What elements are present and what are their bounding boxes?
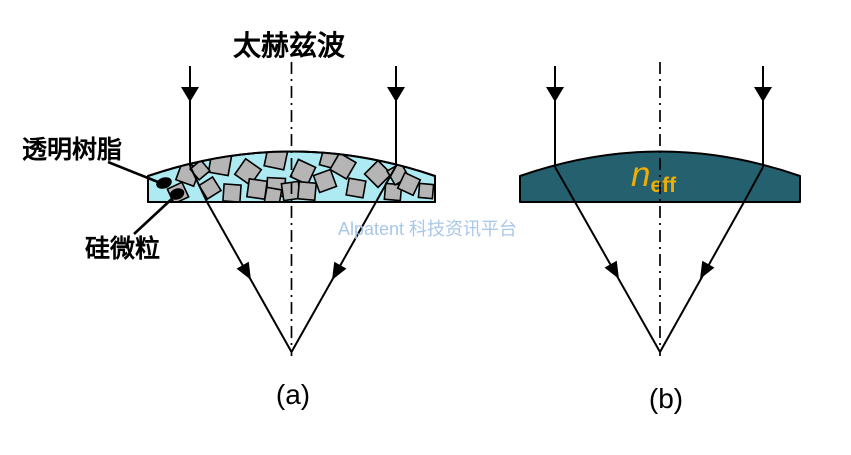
silicon-leader-dot	[169, 188, 185, 200]
focused-ray-b-right	[659, 201, 745, 353]
resin-label: 透明树脂	[22, 136, 122, 164]
arrowhead-icon	[754, 87, 772, 102]
incoming-ray-a-left	[181, 66, 199, 166]
silicon-label: 硅微粒	[85, 234, 160, 263]
arrowhead-icon	[387, 87, 405, 102]
silicon-particle	[328, 151, 358, 181]
silicon-particle	[263, 186, 283, 203]
figure-title: 太赫兹波	[233, 29, 346, 61]
resin-leader-dot	[156, 177, 172, 189]
subfigure-a	[107, 62, 436, 356]
incoming-ray-a-right	[387, 66, 405, 166]
refracted-ray-a-right	[375, 165, 397, 203]
refracted-ray-a-left	[189, 165, 208, 203]
arrowhead-icon	[181, 87, 199, 102]
silicon-particle	[312, 168, 338, 194]
focused-ray-a-left	[206, 201, 293, 353]
n-eff-label: neff	[631, 155, 677, 197]
silicon-particle	[245, 177, 269, 201]
silicon-leader-line	[133, 194, 177, 235]
silicon-particle	[396, 171, 422, 197]
silicon-particle	[263, 151, 289, 171]
silicon-particle	[296, 180, 318, 202]
lens-a-outline	[147, 150, 436, 203]
arrowhead-icon	[700, 260, 715, 279]
subfig-a-label: (a)	[276, 379, 310, 410]
silicon-particles	[166, 151, 435, 203]
silicon-particle	[345, 177, 367, 199]
arrowhead-icon	[604, 260, 619, 279]
silicon-particle	[289, 158, 317, 186]
subfigure-b: neff	[519, 62, 801, 356]
silicon-particle	[363, 159, 393, 189]
watermark-text: Alpatent 科技资讯平台	[338, 219, 517, 239]
arrowhead-icon	[236, 261, 251, 280]
focused-ray-b-left	[574, 201, 661, 353]
focused-ray-a-right	[290, 201, 377, 353]
arrowhead-icon	[332, 261, 347, 280]
silicon-particle	[417, 182, 435, 200]
incoming-ray-b-right	[754, 66, 772, 167]
incoming-ray-b-left	[546, 66, 564, 167]
subfig-b-label: (b)	[649, 383, 683, 414]
silicon-particle	[233, 157, 263, 187]
refracted-ray-b-left	[554, 166, 576, 203]
silicon-particle	[222, 183, 242, 203]
refracted-ray-b-right	[743, 166, 764, 203]
arrowhead-icon	[546, 87, 564, 102]
resin-leader-line	[107, 160, 164, 186]
